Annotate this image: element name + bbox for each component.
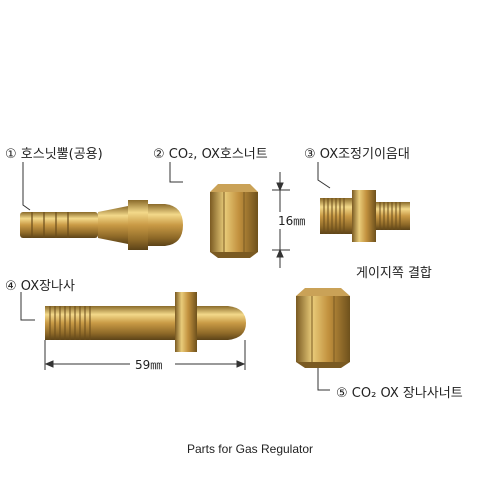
leader-hose-nipple (22, 162, 31, 211)
label-gauge-side: 게이지쪽 결합 (356, 266, 432, 281)
label-hose-nipple: ① 호스닛뿔(공용) (5, 147, 103, 162)
label-long-nut: ⑤ CO₂ OX 장나사너트 (336, 386, 463, 401)
label-long-screw: ④ OX장나사 (5, 279, 75, 294)
screw-length-label: 59㎜ (133, 356, 165, 373)
label-ox-adjuster: ③ OX조정기이음대 (304, 147, 410, 162)
nut-height-label: 16㎜ (276, 212, 308, 229)
leader-long-screw (20, 292, 35, 321)
screw-length-dimension (44, 340, 246, 370)
label-hose-nut: ② CO₂, OX호스너트 (153, 147, 268, 162)
ox-long-screw-part (45, 292, 246, 352)
leader-hose-nut (169, 162, 183, 183)
hose-nipple-part (20, 200, 183, 250)
ox-adjuster-part (320, 190, 410, 242)
figure-caption: Parts for Gas Regulator (186, 442, 314, 456)
leader-ox-adjuster (317, 162, 331, 189)
hose-nut-part (210, 184, 258, 258)
long-nut-part (296, 288, 350, 368)
